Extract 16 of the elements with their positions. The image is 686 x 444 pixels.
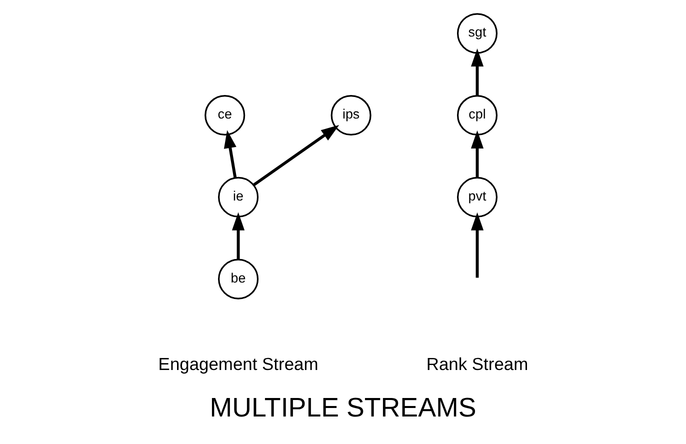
node-circle: ce [204, 95, 246, 136]
node-circle: cpl [456, 95, 498, 136]
arrow [224, 130, 237, 178]
arrow [232, 212, 245, 260]
arrow [470, 48, 484, 96]
arrow [253, 124, 340, 186]
node-circle: ips [330, 95, 372, 136]
label: Engagement Stream [158, 354, 318, 374]
diagram-title: MULTIPLE STREAMS [210, 392, 476, 423]
node-circle: ie [218, 176, 259, 218]
node-circle: pvt [456, 176, 498, 218]
arrow [470, 130, 484, 178]
node-circle: be [218, 258, 259, 300]
arrow [470, 212, 484, 278]
label: Rank Stream [426, 354, 528, 374]
node-circle: sgt [456, 13, 498, 54]
